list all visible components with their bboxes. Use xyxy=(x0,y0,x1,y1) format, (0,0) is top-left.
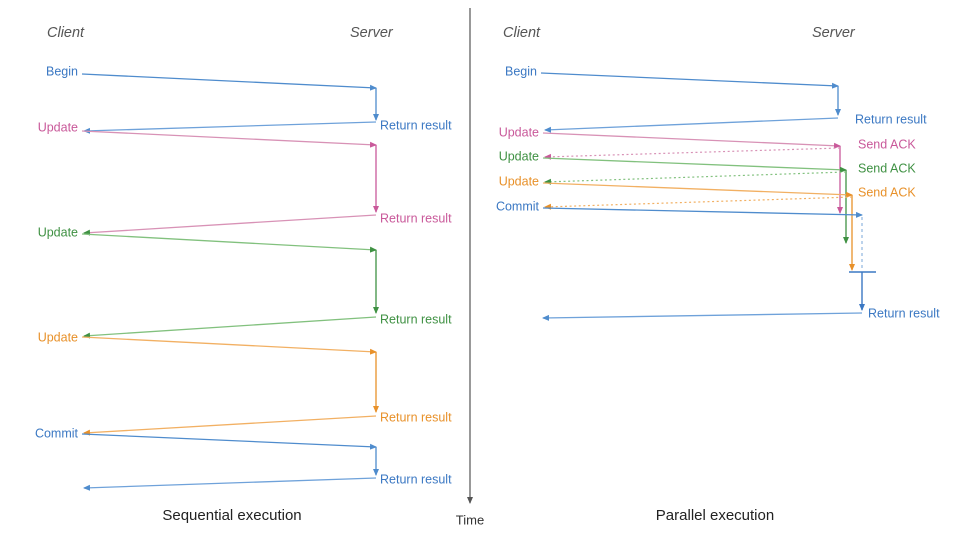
left-arrow-update-green-request xyxy=(81,233,377,253)
left-arrow-update-orange-request xyxy=(81,336,377,355)
left-label-update-orange: Update xyxy=(38,330,78,344)
left-label-commit: Commit xyxy=(35,426,79,440)
right-actor-client: Client xyxy=(503,25,541,41)
right-actor-server: Server xyxy=(812,25,856,41)
right-label-commit: Commit xyxy=(496,199,540,213)
left-panel-caption: Sequential execution xyxy=(162,507,301,524)
left-arrow-commit-return xyxy=(83,477,377,491)
right-arrow-ack-pink xyxy=(544,147,841,160)
left-label-update-green: Update xyxy=(38,225,78,239)
panel-sequential: Client Server Begin Return result Update… xyxy=(35,25,452,524)
right-label-update-green: Update xyxy=(499,149,539,163)
left-arrow-update-orange-return xyxy=(83,415,377,436)
left-label-update-pink: Update xyxy=(38,120,78,134)
left-label-return-orange: Return result xyxy=(380,410,452,424)
left-actor-server: Server xyxy=(350,25,394,41)
left-label-begin: Begin xyxy=(46,64,78,78)
left-arrow-update-green-return xyxy=(83,316,377,339)
right-arrow-begin-return xyxy=(544,117,839,133)
right-label-ack-pink: Send ACK xyxy=(858,137,916,151)
right-arrow-update-pink-request xyxy=(542,132,841,149)
right-arrow-update-orange-request xyxy=(542,182,853,198)
right-label-begin: Begin xyxy=(505,64,537,78)
left-label-return-blue-2: Return result xyxy=(380,472,452,486)
right-panel-caption: Parallel execution xyxy=(656,507,774,524)
left-label-return-green: Return result xyxy=(380,312,452,326)
left-arrow-begin-request xyxy=(81,73,377,91)
right-arrow-ack-orange xyxy=(544,196,853,210)
right-label-return-blue-1: Return result xyxy=(855,112,927,126)
right-label-return-blue-2: Return result xyxy=(868,306,940,320)
right-arrow-commit-return xyxy=(542,312,863,321)
left-label-return-blue-1: Return result xyxy=(380,118,452,132)
right-label-update-pink: Update xyxy=(499,125,539,139)
left-arrow-begin-return xyxy=(83,121,377,134)
left-arrow-update-pink-request xyxy=(81,130,377,148)
left-actor-client: Client xyxy=(47,25,85,41)
right-label-ack-orange: Send ACK xyxy=(858,185,916,199)
right-label-ack-green: Send ACK xyxy=(858,161,916,175)
right-arrow-begin-request xyxy=(540,72,839,89)
time-axis-label: Time xyxy=(456,512,484,527)
right-arrow-update-green-request xyxy=(542,157,847,173)
right-arrow-commit-request xyxy=(542,207,863,218)
time-axis: Time xyxy=(456,8,484,527)
left-arrow-update-pink-return xyxy=(83,214,377,236)
left-arrow-commit-request xyxy=(81,433,377,450)
left-label-return-pink: Return result xyxy=(380,211,452,225)
panel-parallel: Client Server Begin Return result Update… xyxy=(496,25,940,524)
right-label-update-orange: Update xyxy=(499,174,539,188)
right-arrow-ack-green xyxy=(544,171,847,185)
